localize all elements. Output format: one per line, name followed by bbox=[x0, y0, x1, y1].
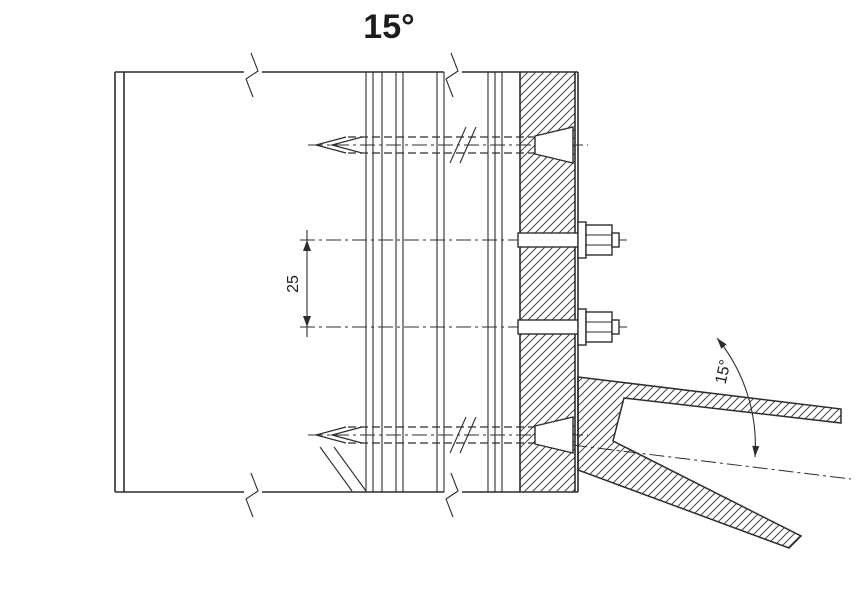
bolt-top-tip-arrows bbox=[313, 136, 363, 154]
bolt-top-countersunk-head bbox=[534, 126, 574, 164]
bolt-bottom-leader-lines bbox=[319, 446, 367, 492]
hex-bolt-lower bbox=[300, 308, 630, 346]
spacing-dimension: 25 bbox=[285, 230, 311, 337]
fork-blades bbox=[577, 376, 842, 549]
countersunk-bolt-bottom bbox=[308, 416, 588, 492]
spacing-dimension-label: 25 bbox=[285, 275, 302, 293]
hex-bolt-upper-nut bbox=[585, 224, 613, 256]
column-structure bbox=[114, 52, 578, 518]
blade-angle-dimension: 15° bbox=[713, 337, 760, 458]
hex-bolt-upper-washer bbox=[577, 221, 587, 259]
bolt-top-break-slashes bbox=[449, 126, 477, 164]
countersunk-bolt-top bbox=[308, 126, 588, 164]
hex-bolt-lower-washer bbox=[577, 308, 587, 346]
hex-bolt-upper bbox=[300, 221, 630, 259]
bolt-bottom-break-slashes bbox=[449, 416, 477, 454]
plate-layer-lines bbox=[365, 72, 503, 492]
hex-bolt-upper-end bbox=[611, 232, 620, 248]
break-marks bbox=[245, 52, 459, 518]
structure-outline bbox=[114, 71, 578, 493]
bracket-fork bbox=[571, 376, 852, 549]
hex-bolt-upper-nut-facets bbox=[586, 234, 612, 246]
bolt-bottom-countersunk-head bbox=[534, 416, 574, 454]
bolt-top-shank-hidden bbox=[348, 136, 535, 154]
blade-angle-arrow-top bbox=[717, 338, 727, 349]
hex-bolt-lower-end bbox=[611, 319, 620, 335]
bolt-bottom-tip-arrows bbox=[313, 426, 363, 444]
blade-angle-label: 15° bbox=[713, 358, 735, 385]
spacing-dim-arrow-up bbox=[303, 240, 311, 251]
bolt-bottom-shank-hidden bbox=[348, 426, 535, 444]
hex-bolt-lower-nut-facets bbox=[586, 321, 612, 333]
title-angle-label: 15° bbox=[363, 8, 414, 46]
blade-angle-arc bbox=[716, 337, 756, 458]
hex-bolt-lower-shank bbox=[517, 319, 579, 335]
fork-centerline bbox=[571, 444, 852, 480]
blade-angle-arrow-bottom bbox=[752, 445, 760, 457]
hex-bolt-upper-shank bbox=[517, 232, 579, 248]
hex-bolt-lower-nut bbox=[585, 311, 613, 343]
spacing-dim-arrow-down bbox=[303, 316, 311, 327]
